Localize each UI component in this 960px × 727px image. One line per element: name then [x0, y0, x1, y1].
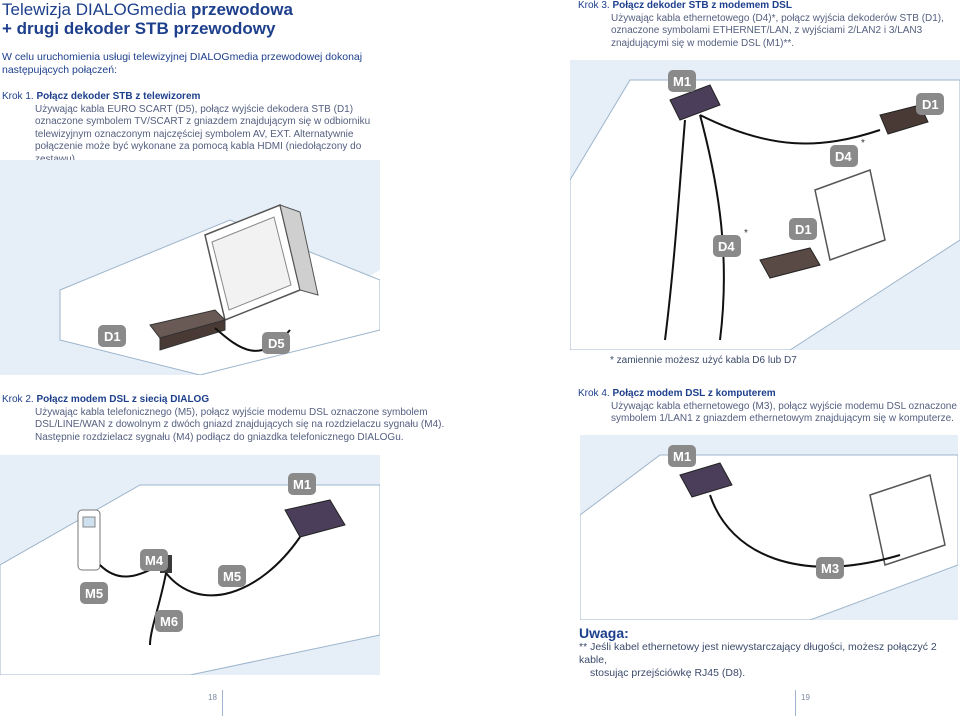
page-number-right: 19: [801, 693, 810, 702]
step-2-heading: Połącz modem DSL z siecią DIALOG: [36, 394, 210, 405]
step-1-body: Używając kabla EURO SCART (D5), połącz w…: [35, 103, 371, 165]
page-divider-left: [222, 690, 223, 716]
label-m6: M6: [160, 614, 178, 629]
uwaga-line2: stosując przejściówkę RJ45 (D8).: [590, 667, 746, 679]
modem-m1-step2-icon: [284, 499, 346, 538]
page-number-left: 18: [208, 693, 217, 702]
label-d1-top: D1: [922, 97, 939, 112]
label-m1: M1: [673, 74, 691, 89]
decoder-d1-bottom-icon: [759, 247, 821, 279]
ethernet-cable-3: [699, 114, 881, 145]
decoder-d1-icon: [149, 309, 226, 351]
step-4-illustration: M1 M3: [580, 435, 958, 620]
label-m5-left: M5: [85, 586, 103, 601]
step-4-heading: Połącz modem DSL z komputerem: [612, 388, 776, 399]
step-2: Krok 2. Połącz modem DSL z siecią DIALOG…: [2, 394, 452, 444]
title-line1-bold: przewodowa: [190, 0, 293, 19]
step-1-prefix: Krok 1.: [2, 91, 34, 102]
step-4: Krok 4. Połącz modem DSL z komputerem Uż…: [578, 388, 958, 426]
step-3-illustration: M1 D1 D4 * D4 * D1: [570, 60, 960, 350]
cable-note: * zamiennie możesz użyć kabla D6 lub D7: [610, 355, 797, 366]
step-4-prefix: Krok 4.: [578, 388, 610, 399]
step-3-heading: Połącz dekoder STB z modemem DSL: [612, 0, 792, 11]
step-3-body: Używając kabla ethernetowego (D4)*, połą…: [611, 12, 944, 49]
step-2-illustration: M1 M4 M5 M5 M6: [0, 455, 380, 675]
uwaga-line1: ** Jeśli kabel ethernetowy jest niewysta…: [579, 641, 937, 666]
title-line1-plain: Telewizja DIALOGmedia: [2, 0, 191, 19]
label-m5-right: M5: [223, 569, 241, 584]
decoder-d1-top-icon: [879, 104, 929, 135]
computer-icon: [869, 474, 946, 566]
step-1: Krok 1. Połącz dekoder STB z telewizorem…: [2, 91, 402, 166]
label-d1-bottom: D1: [795, 222, 812, 237]
uwaga-text: ** Jeśli kabel ethernetowy jest niewysta…: [579, 641, 949, 680]
modem-m1-step4-icon: [679, 462, 733, 498]
label-m3: M3: [821, 561, 839, 576]
label-m4: M4: [145, 553, 164, 568]
ethernet-cable-2: [699, 114, 725, 341]
intro-text: W celu uruchomienia usługi telewizyjnej …: [2, 51, 363, 76]
label-m1-step2: M1: [293, 477, 311, 492]
title-line2: + drugi dekoder STB przewodowy: [2, 19, 276, 38]
step-1-heading: Połącz dekoder STB z telewizorem: [36, 91, 201, 102]
step-3: Krok 3. Połącz dekoder STB z modemem DSL…: [578, 0, 958, 50]
step-2-prefix: Krok 2.: [2, 394, 34, 405]
page-divider-right: [795, 690, 796, 716]
label-d1: D1: [104, 329, 121, 344]
step-3-prefix: Krok 3.: [578, 0, 610, 11]
uwaga-title: Uwaga:: [579, 625, 629, 641]
label-d5: D5: [268, 336, 285, 351]
phone-cable-m5: [165, 536, 301, 597]
ethernet-cable-1: [664, 119, 686, 341]
phone-icon: [77, 509, 101, 571]
step-1-illustration: D1 D5: [0, 160, 380, 375]
label-d4-bottom: D4: [718, 239, 735, 254]
page-title: Telewizja DIALOGmedia przewodowa + drugi…: [2, 0, 293, 38]
label-m1-step4: M1: [673, 449, 691, 464]
label-d4-top: D4: [835, 149, 852, 164]
step-4-body: Używając kabla ethernetowego (M3), połąc…: [611, 400, 957, 425]
step-2-body: Używając kabla telefonicznego (M5), połą…: [35, 406, 445, 443]
modem-m1-icon: [669, 84, 721, 121]
ethernet-cable-m3: [709, 494, 901, 568]
tv-icon: [204, 203, 319, 322]
label-d4-top-star: *: [861, 138, 865, 149]
label-d4-bottom-star: *: [744, 228, 748, 239]
tv-step3-icon: [814, 169, 886, 261]
